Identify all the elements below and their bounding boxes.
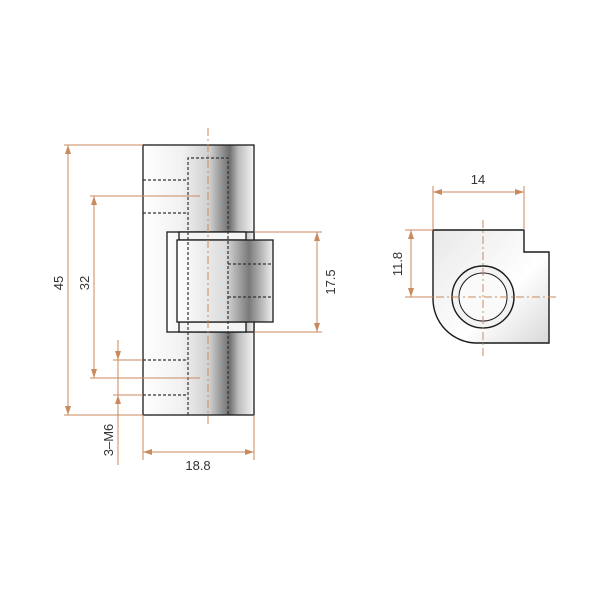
dim-overall-height: 45 — [51, 276, 66, 290]
dim-holes: 3–M6 — [101, 424, 116, 457]
dim-leaf-height: 17.5 — [323, 269, 338, 294]
front-view — [142, 144, 274, 416]
dim-hole-spacing: 32 — [77, 276, 92, 290]
collar-bottom — [178, 321, 247, 333]
dimension-lines — [64, 128, 322, 465]
top-view — [432, 229, 550, 344]
collar-top — [178, 231, 247, 241]
dim-width: 18.8 — [185, 458, 210, 473]
dim-top-depth: 11.8 — [390, 252, 405, 276]
hidden-lines — [143, 157, 273, 415]
top-dimension-lines — [405, 186, 558, 358]
leaf-inner — [176, 239, 274, 323]
dim-top-width: 14 — [471, 172, 485, 187]
